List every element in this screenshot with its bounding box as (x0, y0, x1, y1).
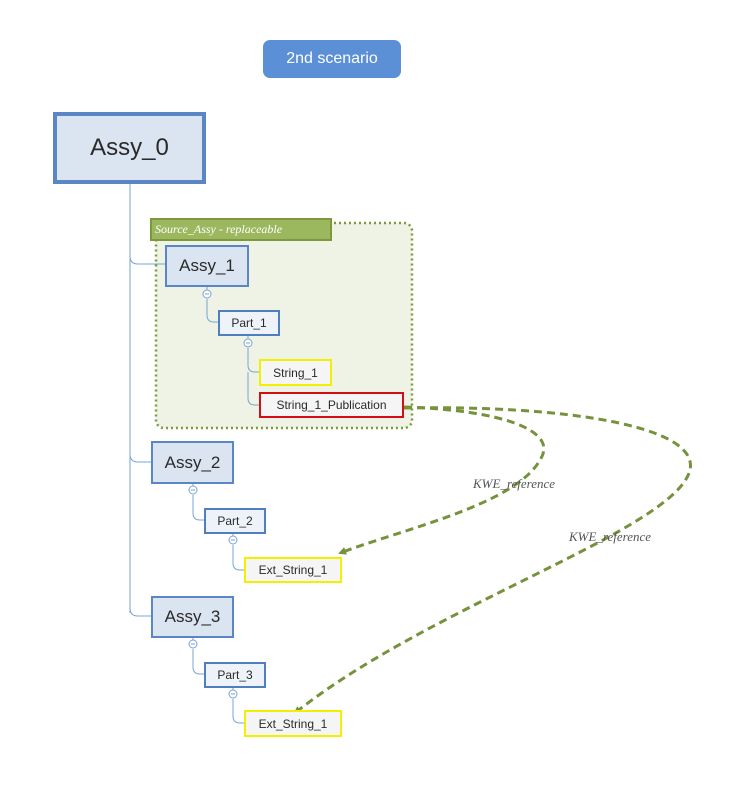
node-assy0[interactable]: Assy_0 (53, 112, 206, 184)
connector-assy2 (129, 453, 151, 463)
node-string1[interactable]: String_1 (259, 359, 332, 386)
node-assy3[interactable]: Assy_3 (151, 596, 234, 638)
connector-assy3 (129, 607, 151, 617)
connector-assy1 (129, 255, 165, 265)
node-assy1[interactable]: Assy_1 (165, 245, 249, 287)
node-string1-publication[interactable]: String_1_Publication (259, 392, 404, 418)
kwe-reference-label-a: KWE_reference (473, 476, 556, 491)
node-part3[interactable]: Part_3 (204, 662, 266, 688)
node-assy2[interactable]: Assy_2 (151, 441, 234, 484)
replaceable-group-label: Source_Assy - replaceable (150, 218, 332, 241)
connector-string1-pub (247, 372, 259, 406)
kwe-reference-label-b: KWE_reference (569, 529, 652, 544)
node-part1[interactable]: Part_1 (218, 310, 280, 336)
node-part2[interactable]: Part_2 (204, 508, 266, 534)
kwe-reference-arrow-b (293, 406, 692, 715)
scenario-badge: 2nd scenario (263, 40, 401, 78)
node-ext-string-b[interactable]: Ext_String_1 (244, 710, 342, 737)
node-ext-string-a[interactable]: Ext_String_1 (244, 557, 342, 583)
kwe-reference-arrow-a (338, 405, 546, 555)
